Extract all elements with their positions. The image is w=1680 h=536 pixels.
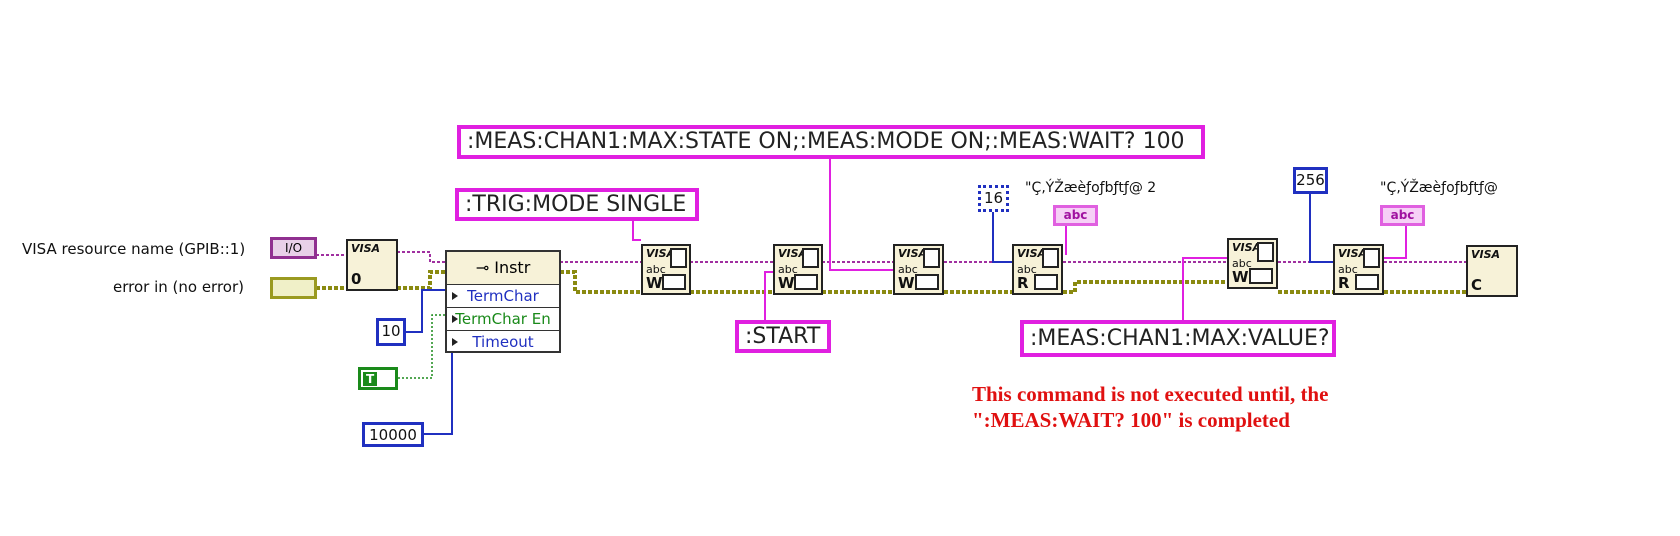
clock-icon: [923, 248, 940, 268]
termchar-constant[interactable]: 10: [376, 318, 406, 346]
property-class: Instr: [494, 258, 531, 277]
node-mode: W: [646, 274, 663, 292]
annotation-text: This command is not executed until, the …: [972, 381, 1328, 433]
visa-close-node[interactable]: VISA C: [1466, 245, 1518, 297]
visa-open-node[interactable]: VISA 0: [346, 239, 398, 291]
node-title: VISA: [778, 247, 808, 260]
node-title: VISA: [1017, 247, 1047, 260]
node-title: VISA: [1471, 248, 1501, 261]
resource-control[interactable]: I/O: [270, 237, 317, 259]
read-buffer-indicator-1[interactable]: abc: [1053, 205, 1098, 226]
property-timeout[interactable]: Timeout: [447, 330, 559, 353]
node-sub: abc: [1338, 263, 1358, 276]
io-icon: [1034, 274, 1058, 290]
annotation-line-2: ":MEAS:WAIT? 100" is completed: [972, 408, 1290, 432]
resource-wire: [316, 251, 1466, 263]
clock-icon: [670, 248, 687, 268]
clock-icon: [1257, 242, 1274, 262]
value-command-constant[interactable]: :MEAS:CHAN1:MAX:VALUE?: [1020, 320, 1336, 357]
annotation-line-1: This command is not executed until, the: [972, 382, 1329, 406]
termchar-enable-constant[interactable]: T: [358, 367, 398, 390]
error-in-label: error in (no error): [113, 278, 244, 296]
instr-property-node[interactable]: ⊸ Instr TermChar TermChar En Timeout: [445, 250, 561, 353]
node-title: VISA: [898, 247, 928, 260]
node-title: VISA: [1232, 241, 1262, 254]
property-node-header: ⊸ Instr: [447, 252, 559, 284]
meas-command-constant[interactable]: :MEAS:CHAN1:MAX:STATE ON;:MEAS:MODE ON;:…: [457, 125, 1205, 159]
io-icon: [1249, 268, 1273, 284]
read-buffer-indicator-2[interactable]: abc: [1380, 205, 1425, 226]
io-icon: [662, 274, 686, 290]
clock-icon: [1042, 248, 1059, 268]
node-mode: W: [1232, 268, 1249, 286]
node-sub: abc: [778, 263, 798, 276]
start-command-constant[interactable]: :START: [735, 320, 831, 353]
resource-label: VISA resource name (GPIB::1): [22, 240, 246, 258]
node-mark: 0: [351, 270, 362, 288]
read-count-constant-2[interactable]: 256: [1293, 167, 1328, 194]
boolean-value: T: [363, 372, 378, 386]
io-icon: [794, 274, 818, 290]
node-mode: R: [1338, 274, 1350, 292]
error-in-control[interactable]: [270, 277, 317, 299]
node-title: VISA: [1338, 247, 1368, 260]
node-mode: W: [898, 274, 915, 292]
node-mode: R: [1017, 274, 1029, 292]
node-sub: abc: [898, 263, 918, 276]
trig-command-constant[interactable]: :TRIG:MODE SINGLE: [455, 188, 699, 221]
timeout-constant[interactable]: 10000: [362, 422, 424, 447]
node-mode: C: [1471, 276, 1483, 294]
node-mode: W: [778, 274, 795, 292]
read-buffer-label-1: "Ç‚ÝŽæèƒoƒbƒtƒ@ 2: [1025, 180, 1157, 196]
property-termchar[interactable]: TermChar: [447, 284, 559, 307]
node-sub: abc: [646, 263, 666, 276]
read-buffer-label-2: "Ç‚ÝŽæèƒoƒbƒtƒ@: [1380, 180, 1498, 196]
property-termchar-enable[interactable]: TermChar En: [447, 307, 559, 330]
node-title: VISA: [646, 247, 676, 260]
io-icon: [1355, 274, 1379, 290]
error-wire: [316, 270, 1466, 294]
node-sub: abc: [1232, 257, 1252, 270]
clock-icon: [1363, 248, 1380, 268]
io-icon: [915, 274, 939, 290]
clock-icon: [802, 248, 819, 268]
read-count-constant-1[interactable]: 16: [978, 185, 1009, 212]
plug-icon: ⊸: [475, 258, 495, 277]
node-sub: abc: [1017, 263, 1037, 276]
node-title: VISA: [351, 242, 381, 255]
